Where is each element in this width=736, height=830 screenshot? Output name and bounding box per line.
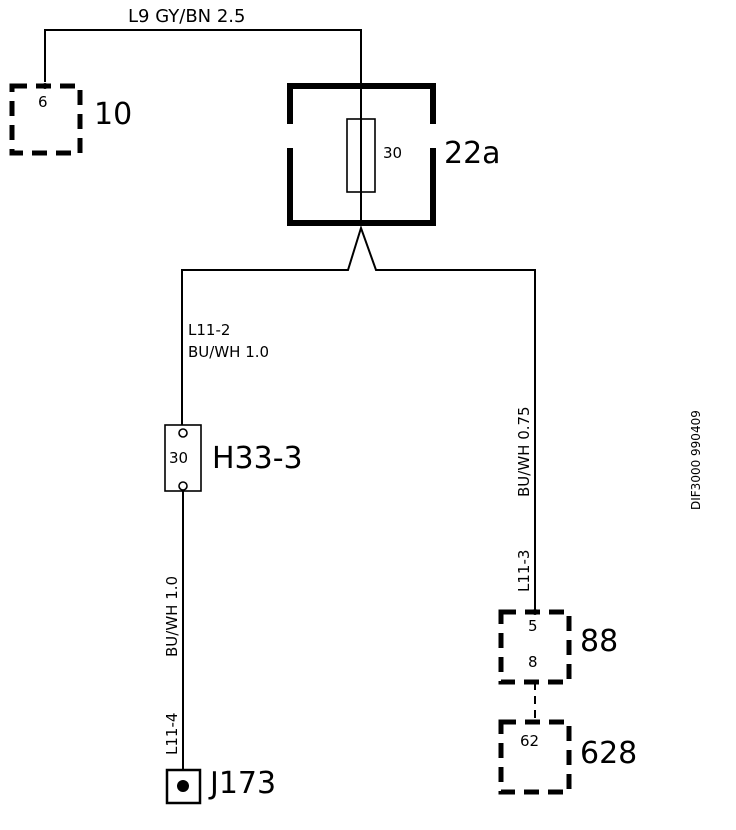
wire-l9 [44,29,362,118]
wire-l9-label: L9 GY/BN 2.5 [128,6,245,27]
component-628-label: 628 [580,736,637,771]
component-10-pin-dot [42,83,48,89]
component-88-pin-bottom: 8 [528,653,538,671]
h33-3-label: H33-3 [212,441,303,476]
h33-3-pin-bottom [178,481,188,491]
document-code: DIF3000 990409 [689,410,703,510]
component-22a-gap-left [282,124,298,148]
component-628-box [498,719,572,795]
wire-l11-3-id: L11-3 [515,550,533,592]
wire-l11-4-color: BU/WH 1.0 [163,576,181,657]
j173-label: J173 [208,766,276,801]
h33-3-pin: 30 [169,449,188,467]
component-10-pin: 6 [38,93,48,111]
component-88-pin-top: 5 [528,617,538,635]
wire-l11-2-id: L11-2 [188,321,230,339]
component-22a-gap-right [425,124,441,148]
h33-3-pin-top [178,428,188,438]
component-628-pin: 62 [520,732,539,750]
component-88-label: 88 [580,624,618,659]
component-88-pin-dot [532,609,538,615]
component-22a-label: 22a [444,136,501,171]
wire-l11-3-color: BU/WH 0.75 [515,406,533,497]
component-22a-pin: 30 [383,144,402,162]
component-10-label: 10 [94,97,132,132]
j173-pin [177,780,189,792]
wire-l11-4-id: L11-4 [163,713,181,755]
wire-l11-2-color: BU/WH 1.0 [188,343,269,361]
wire-splice [181,224,536,612]
